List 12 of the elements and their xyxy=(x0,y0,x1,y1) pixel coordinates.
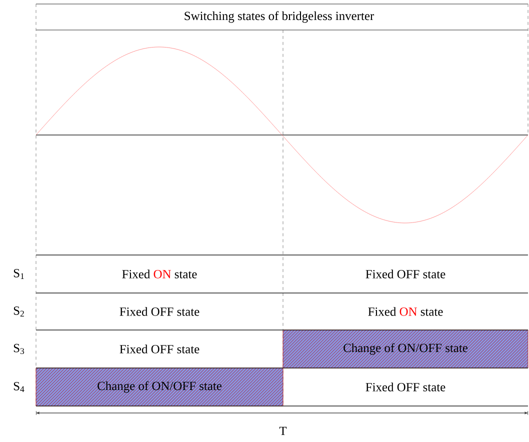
state-text: Fixed ON state xyxy=(122,270,197,278)
row-label: S$_{4}$ xyxy=(14,382,24,392)
state-text: Fixed ON state xyxy=(368,307,443,316)
row-label: S$_{3}$ xyxy=(14,344,24,354)
title: Switching states of bridgeless inverter xyxy=(184,11,374,23)
state-text: Fixed OFF state xyxy=(366,270,446,278)
row-label: S$_{2}$ xyxy=(14,306,24,316)
state-text: Fixed OFF state xyxy=(120,307,200,316)
state-text: Fixed OFF state xyxy=(366,382,446,392)
row-label: S$_{1}$ xyxy=(14,268,24,279)
period-label: T xyxy=(279,426,287,436)
state-text: Fixed OFF state xyxy=(120,344,200,354)
